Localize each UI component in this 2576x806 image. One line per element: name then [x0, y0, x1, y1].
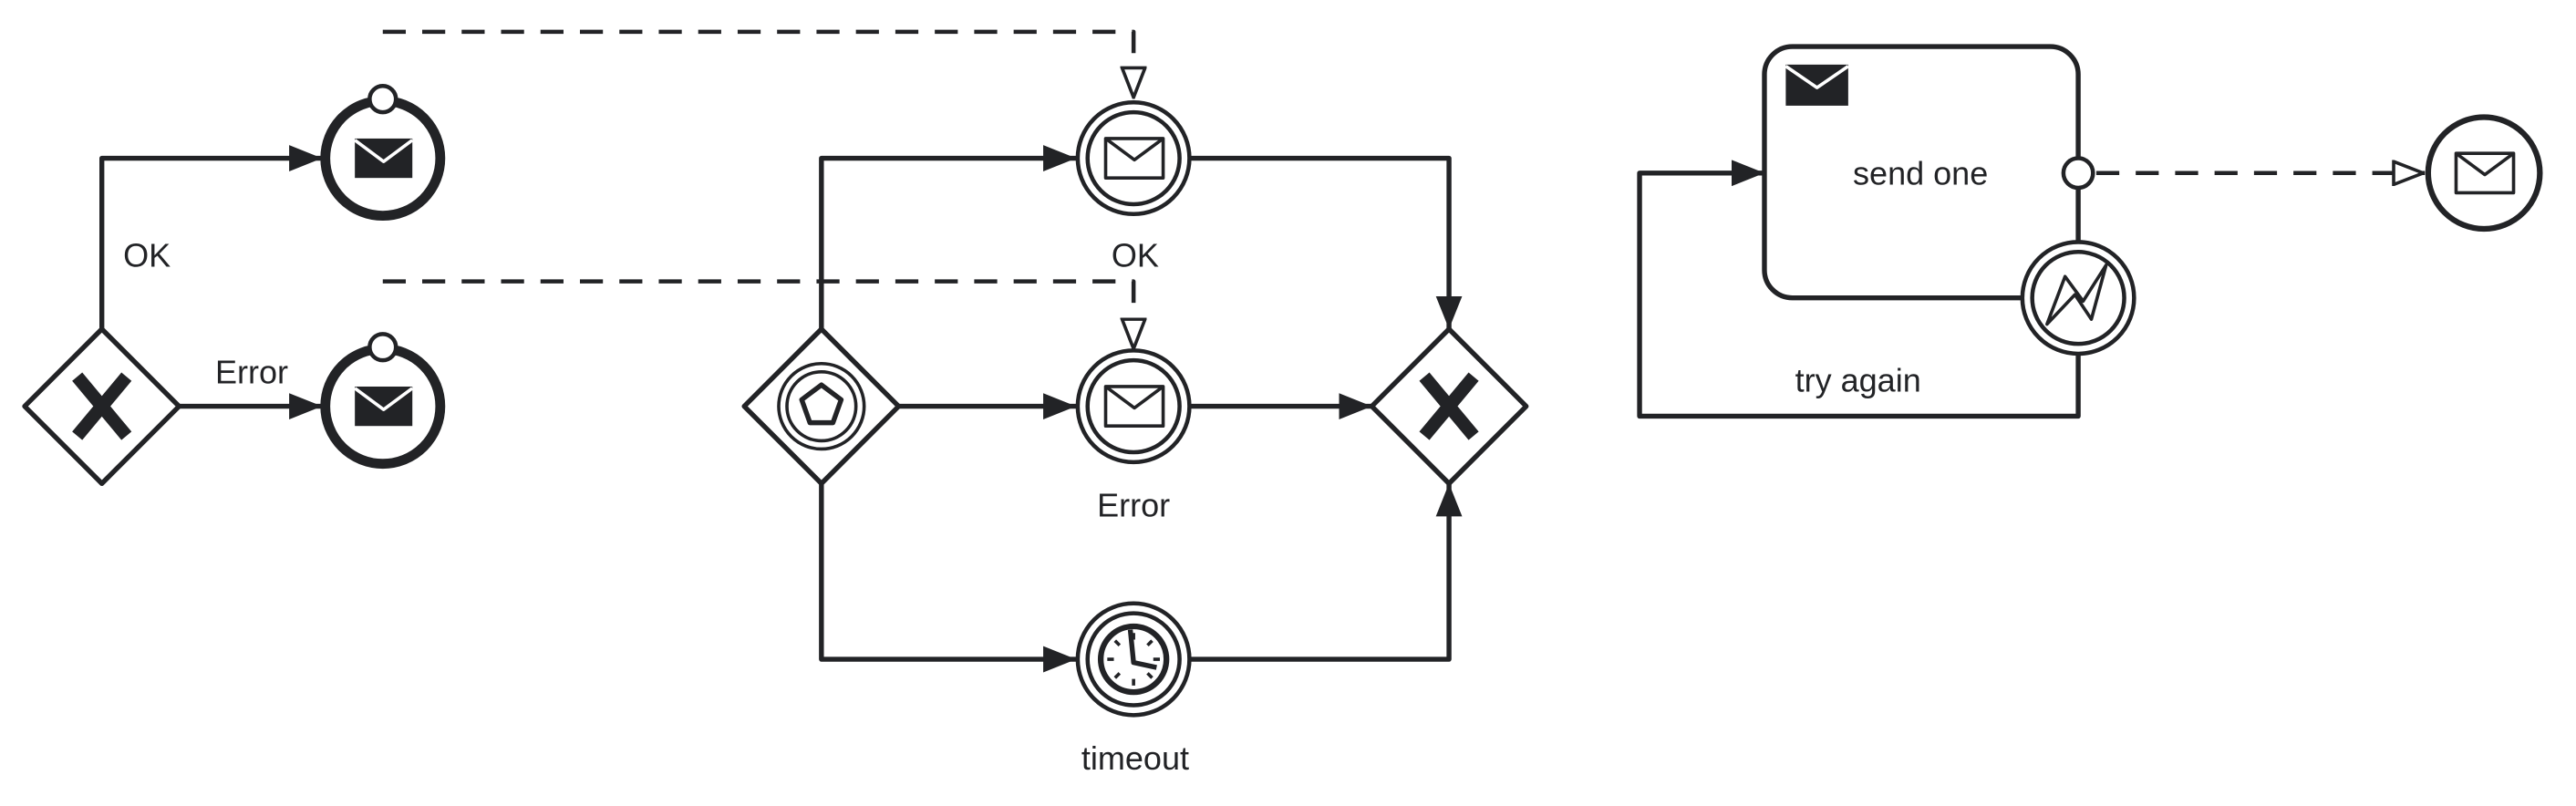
sequence-flows-left — [99, 145, 323, 420]
message-catch-event-error[interactable] — [1075, 348, 1192, 465]
message-flow-top[interactable] — [382, 29, 1133, 99]
label-send-one: send one — [1853, 154, 1988, 191]
envelope-outline-icon — [1103, 385, 1165, 429]
sequence-flows-middle — [819, 145, 1463, 673]
flow-try-again[interactable] — [1637, 160, 2081, 419]
label-error-catch: Error — [1097, 486, 1170, 523]
message-anchor-bottom — [367, 332, 398, 363]
event-based-gateway[interactable] — [741, 326, 902, 486]
pentagon-icon — [799, 382, 844, 426]
label-try-again: try again — [1795, 361, 1921, 398]
exclusive-gateway-left[interactable] — [22, 326, 182, 486]
timer-catch-event[interactable] — [1075, 601, 1192, 718]
clock-icon — [1097, 623, 1170, 696]
flow-ok-left[interactable] — [99, 145, 323, 329]
envelope-filled-icon — [354, 138, 414, 179]
message-anchor-task — [2061, 156, 2095, 191]
flow-to-ok-catch[interactable] — [819, 145, 1077, 329]
x-marker-icon — [72, 372, 132, 440]
envelope-outline-icon — [2454, 151, 2516, 195]
label-ok-catch: OK — [1112, 236, 1159, 274]
exclusive-gateway-merge[interactable] — [1369, 326, 1529, 486]
message-flow-middle[interactable] — [382, 279, 1133, 351]
lightning-icon — [2045, 263, 2108, 326]
flow-ok-to-merge[interactable] — [1191, 155, 1463, 329]
message-end-event-top[interactable] — [320, 84, 446, 222]
x-marker-icon — [1419, 372, 1479, 440]
flow-timeout-to-merge[interactable] — [1191, 483, 1463, 662]
envelope-outline-icon — [1103, 137, 1165, 180]
envelope-filled-icon — [354, 386, 414, 427]
message-catch-event-ok[interactable] — [1075, 100, 1192, 217]
message-anchor-top — [367, 84, 398, 115]
labels: OK Error OK Error timeout send one try a… — [123, 154, 1988, 776]
label-ok-left: OK — [123, 236, 171, 274]
message-flows — [382, 29, 2426, 351]
send-task[interactable] — [1762, 44, 2095, 301]
envelope-filled-icon — [1785, 64, 1849, 106]
label-timeout: timeout — [1081, 739, 1189, 777]
label-error-left: Error — [215, 353, 288, 390]
message-start-event[interactable] — [2425, 114, 2543, 232]
error-boundary-event[interactable] — [2020, 240, 2136, 356]
message-end-event-bottom[interactable] — [320, 332, 446, 470]
flow-to-timer[interactable] — [819, 483, 1077, 673]
